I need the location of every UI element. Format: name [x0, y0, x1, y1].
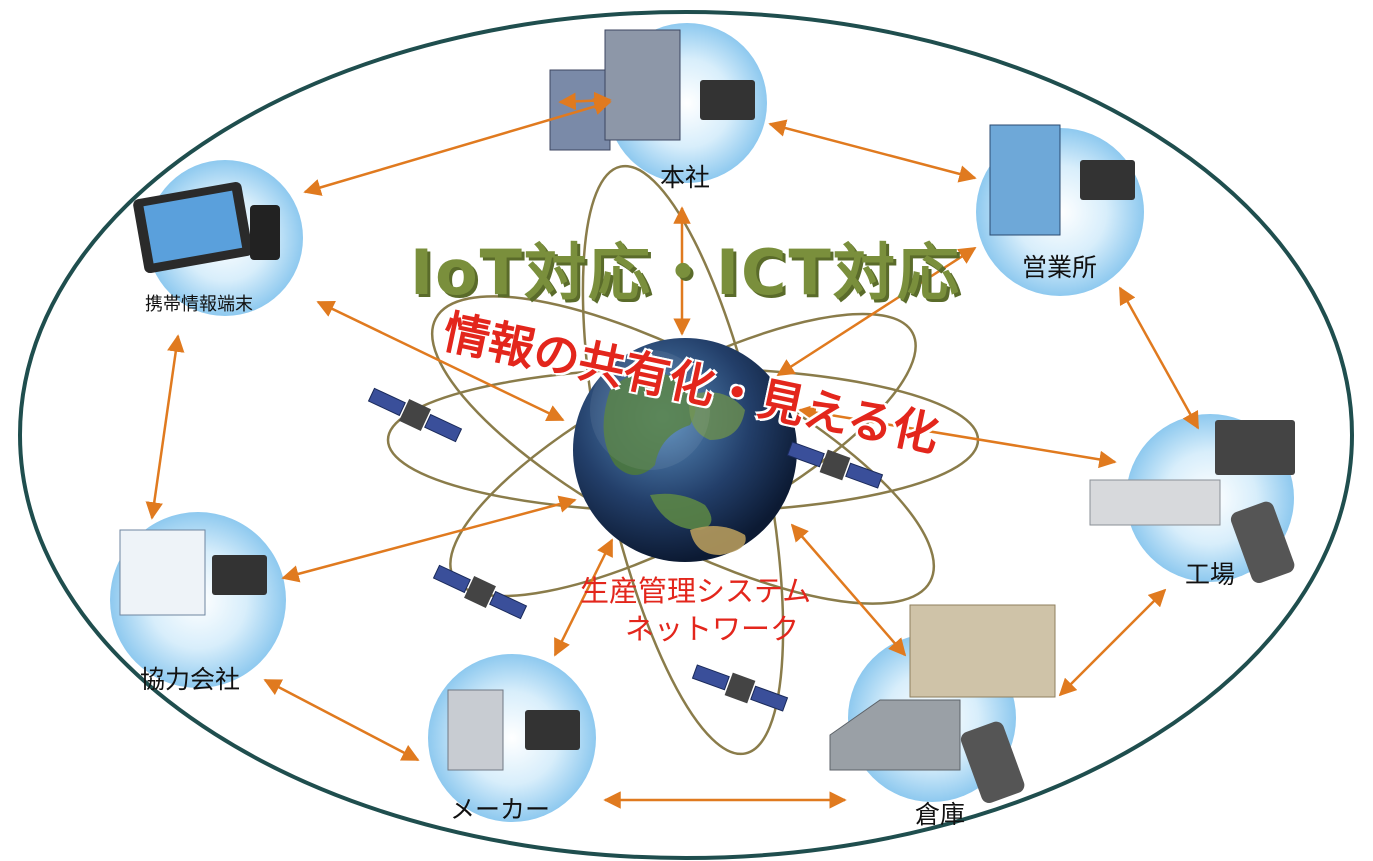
laptop-icon	[700, 80, 755, 120]
node-soko	[829, 604, 1056, 803]
node-kojo	[1089, 414, 1295, 583]
node-kyoryoku	[110, 512, 286, 688]
label-honsha: 本社	[660, 163, 711, 192]
label-kojo: 工場	[1185, 560, 1236, 589]
outer-ellipse	[18, 10, 1354, 860]
handheld-scanner-icon	[1230, 501, 1295, 583]
laptop-icon	[212, 555, 267, 595]
node-maker	[428, 654, 596, 822]
label-kyoryoku: 協力会社	[140, 665, 241, 694]
laptop-icon	[1080, 160, 1135, 200]
label-eigyosho: 営業所	[1022, 253, 1098, 282]
label-soko: 倉庫	[915, 800, 966, 829]
satellite-icon	[691, 664, 789, 712]
node-eigyosho	[976, 124, 1144, 296]
warehouse-icon	[829, 699, 961, 771]
label-maker: メーカー	[450, 795, 551, 824]
building-icon	[604, 29, 681, 141]
label-keitai: 携帯情報端末	[145, 294, 253, 315]
satellite-icon	[367, 387, 463, 443]
worker-photo	[909, 604, 1056, 698]
satellite-icon	[432, 564, 528, 620]
building-icon	[989, 124, 1061, 236]
factory-icon	[1089, 479, 1221, 526]
node-honsha	[549, 23, 767, 183]
node-keitai	[133, 160, 303, 316]
laptop-icon	[1215, 420, 1295, 475]
building-icon	[447, 689, 504, 771]
building-icon	[119, 529, 206, 616]
headline: IoT対応・ICT対応	[410, 236, 961, 309]
handheld-scanner-icon	[960, 721, 1025, 803]
globe	[573, 338, 797, 562]
center-label-line2: ネットワーク	[625, 612, 800, 646]
connection-arrows	[145, 91, 1200, 809]
laptop-icon	[525, 710, 580, 750]
center-label-line1: 生産管理システム	[580, 574, 812, 608]
smartphone-icon	[250, 205, 280, 260]
